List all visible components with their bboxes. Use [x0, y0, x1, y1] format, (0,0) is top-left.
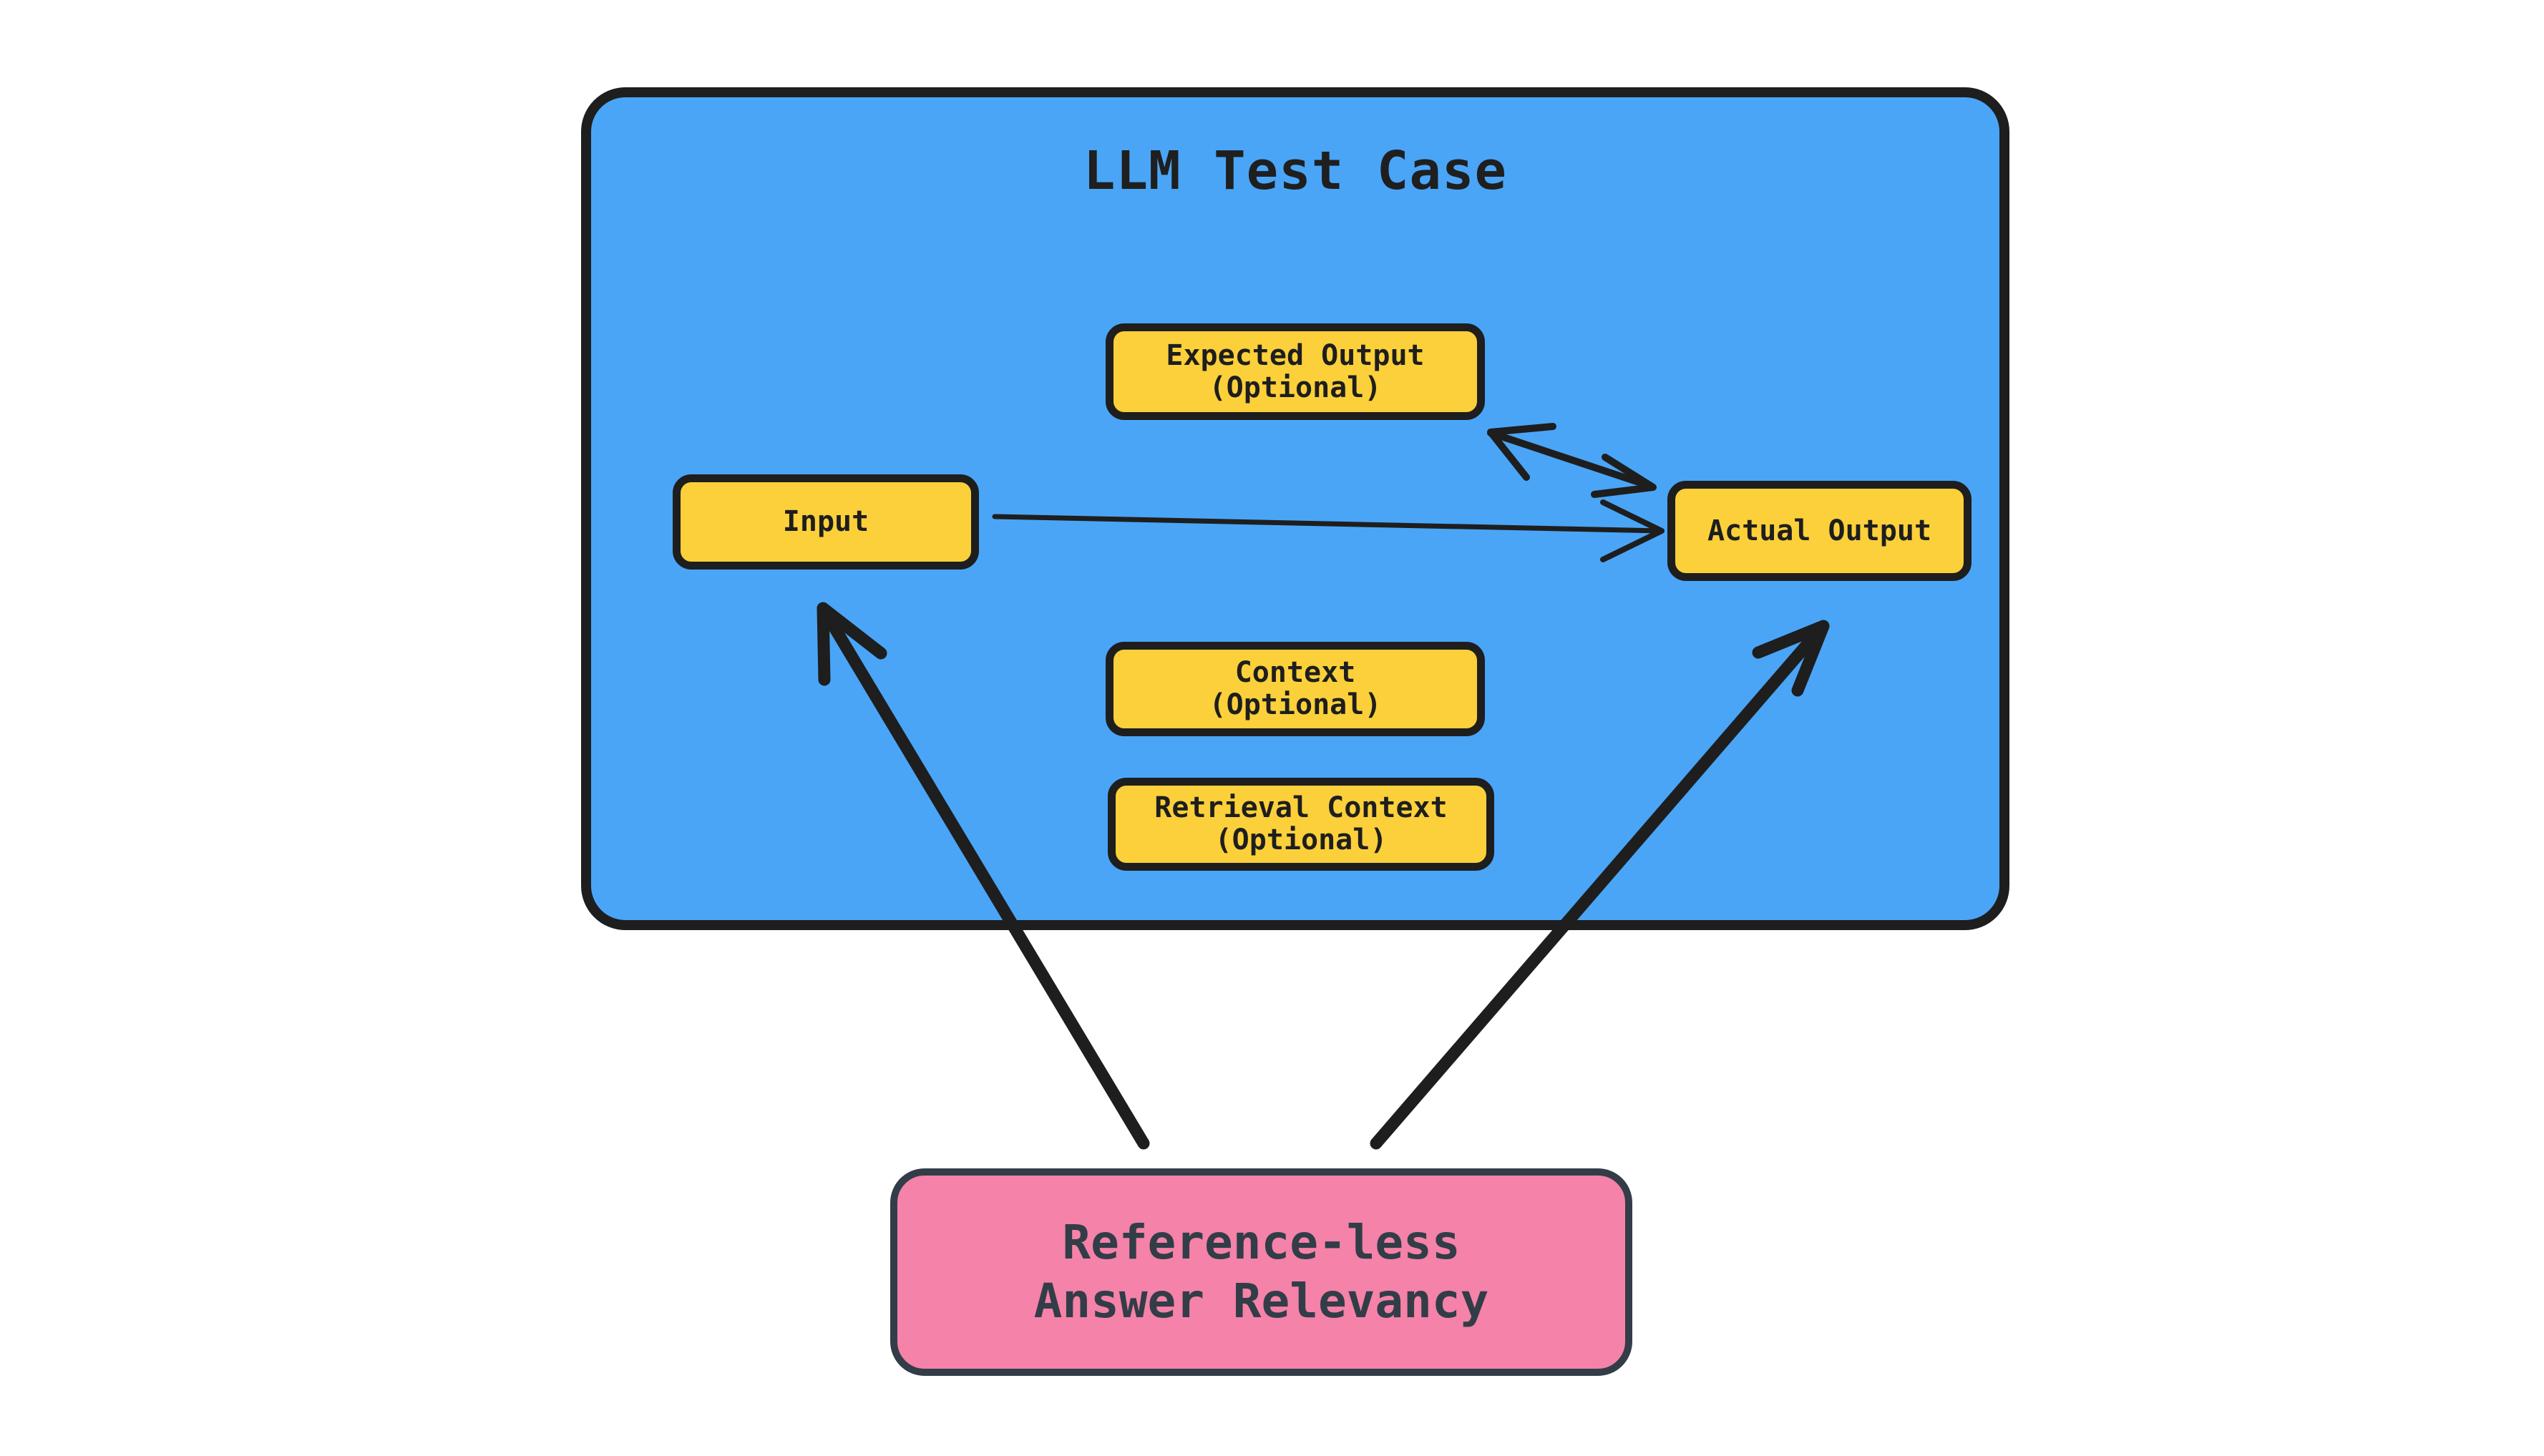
arrow-input-to-actual-output — [992, 499, 1665, 562]
arrow-metric-to-actual-output — [1370, 620, 1830, 1150]
node-retrieval-context-label-line1: Retrieval Context — [1154, 791, 1448, 825]
node-context[interactable]: Context (Optional) — [1106, 642, 1485, 736]
node-expected-output-label-line1: Expected Output — [1166, 338, 1425, 372]
arrow-metric-to-input — [817, 602, 1150, 1150]
node-input[interactable]: Input — [673, 474, 979, 570]
node-expected-output-label-line2: (Optional) — [1209, 371, 1382, 404]
node-actual-output[interactable]: Actual Output — [1667, 481, 1972, 581]
page-title: LLM Test Case — [1083, 140, 1508, 202]
metric-label-line1: Reference-less — [1062, 1214, 1461, 1270]
node-input-label: Input — [782, 505, 869, 539]
arrow-expected-output-actual-output — [1487, 423, 1657, 498]
node-context-label-line1: Context — [1234, 656, 1356, 690]
node-actual-output-label: Actual Output — [1707, 514, 1932, 547]
node-retrieval-context-label-line2: (Optional) — [1214, 824, 1388, 856]
metric-label-line2: Answer Relevancy — [1033, 1274, 1489, 1329]
node-context-label-line2: (Optional) — [1209, 688, 1382, 721]
node-expected-output[interactable]: Expected Output (Optional) — [1106, 323, 1485, 420]
metric-node-reference-less-answer-relevancy[interactable]: Reference-less Answer Relevancy — [890, 1168, 1632, 1376]
node-retrieval-context[interactable]: Retrieval Context (Optional) — [1108, 778, 1494, 871]
